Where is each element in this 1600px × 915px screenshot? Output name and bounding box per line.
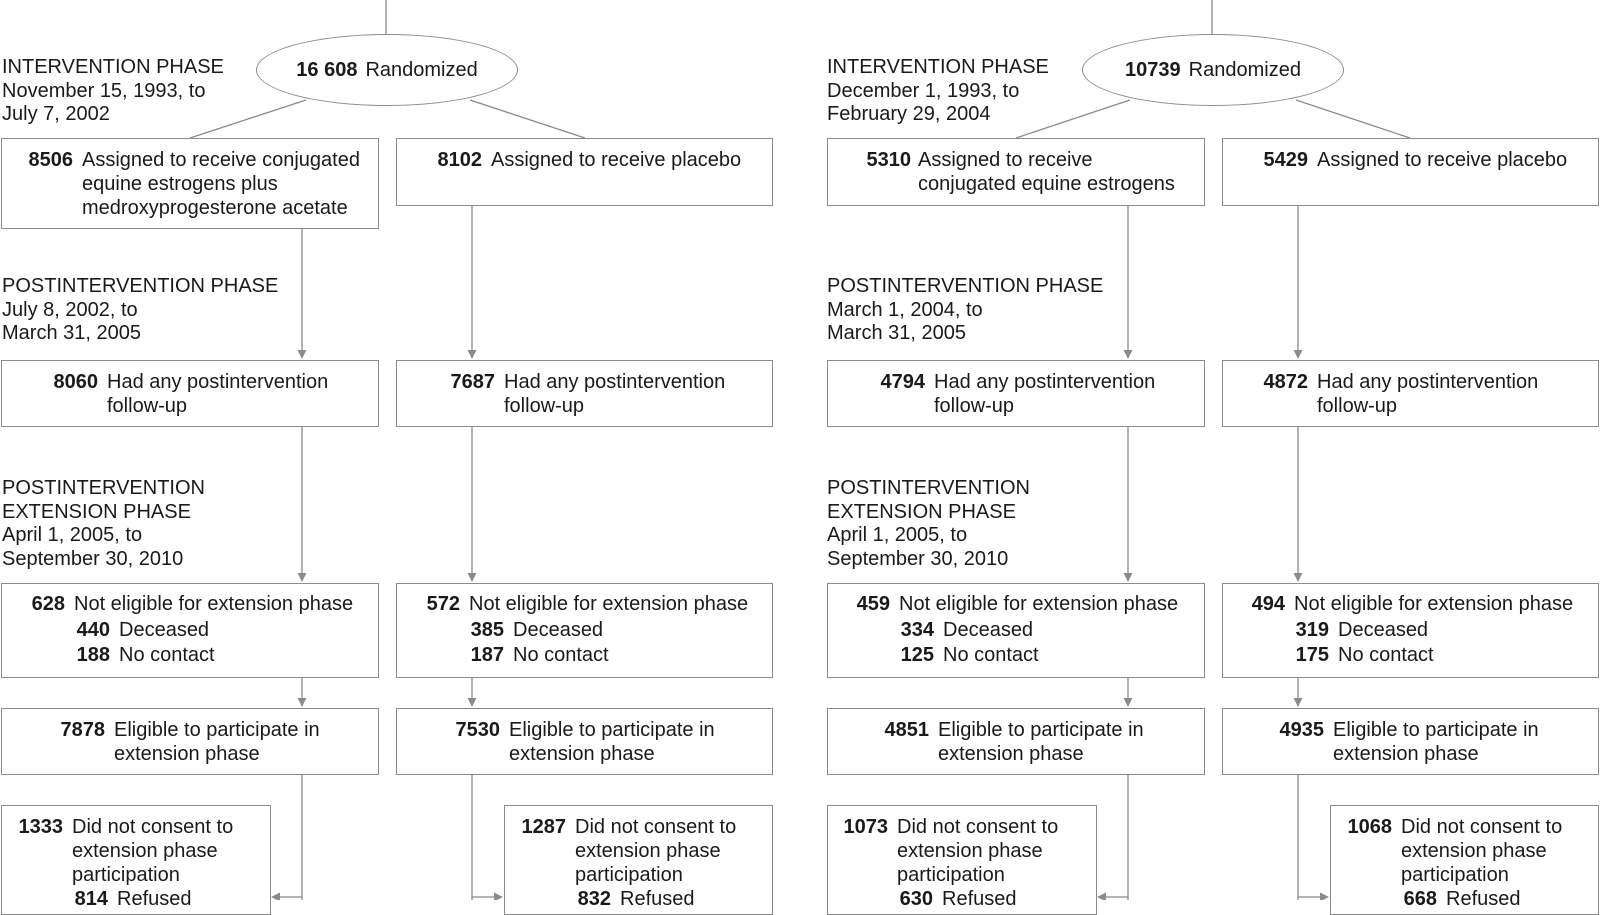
eligible-box: 7878 Eligible to participate in extensio… — [1, 708, 379, 775]
extension-phase-label-right: POSTINTERVENTION EXTENSION PHASE April 1… — [827, 477, 1030, 570]
no-consent-box: 1333 Did not consent to extension phase … — [1, 805, 271, 915]
followup-box: 4794 Had any postintervention follow-up — [827, 360, 1205, 427]
assigned-box: 8102 Assigned to receive placebo — [396, 138, 773, 206]
followup-box: 4872 Had any postintervention follow-up — [1222, 360, 1599, 427]
intervention-phase-label-right: INTERVENTION PHASE December 1, 1993, to … — [827, 56, 1049, 125]
randomized-count: 10739 — [1125, 58, 1181, 81]
randomized-label: Randomized — [365, 58, 478, 81]
not-eligible-box: 628 Not eligible for extension phase 440… — [1, 583, 379, 678]
eligible-box: 4935 Eligible to participate in extensio… — [1222, 708, 1599, 775]
randomized-label: Randomized — [1188, 58, 1301, 81]
postintervention-phase-label-left: POSTINTERVENTION PHASE July 8, 2002, to … — [2, 275, 279, 344]
assigned-box: 5429 Assigned to receive placebo — [1222, 138, 1599, 206]
eligible-box: 7530 Eligible to participate in extensio… — [396, 708, 773, 775]
assigned-box: 8506 Assigned to receive conjugated equi… — [1, 138, 379, 229]
not-eligible-box: 572 Not eligible for extension phase 385… — [396, 583, 773, 678]
intervention-phase-label-left: INTERVENTION PHASE November 15, 1993, to… — [2, 56, 224, 125]
followup-box: 7687 Had any postintervention follow-up — [396, 360, 773, 427]
eligible-box: 4851 Eligible to participate in extensio… — [827, 708, 1205, 775]
randomized-oval-right: 10739 Randomized — [1082, 34, 1344, 106]
followup-box: 8060 Had any postintervention follow-up — [1, 360, 379, 427]
not-eligible-box: 459 Not eligible for extension phase 334… — [827, 583, 1205, 678]
no-consent-box: 1068 Did not consent to extension phase … — [1330, 805, 1599, 915]
no-consent-box: 1073 Did not consent to extension phase … — [827, 805, 1097, 915]
randomized-oval-left: 16 608 Randomized — [256, 34, 518, 106]
extension-phase-label-left: POSTINTERVENTION EXTENSION PHASE April 1… — [2, 477, 205, 570]
assigned-box: 5310 Assigned to receive conjugated equi… — [827, 138, 1205, 206]
randomized-count: 16 608 — [296, 58, 358, 81]
not-eligible-box: 494 Not eligible for extension phase 319… — [1222, 583, 1599, 678]
postintervention-phase-label-right: POSTINTERVENTION PHASE March 1, 2004, to… — [827, 275, 1104, 344]
no-consent-box: 1287 Did not consent to extension phase … — [504, 805, 773, 915]
